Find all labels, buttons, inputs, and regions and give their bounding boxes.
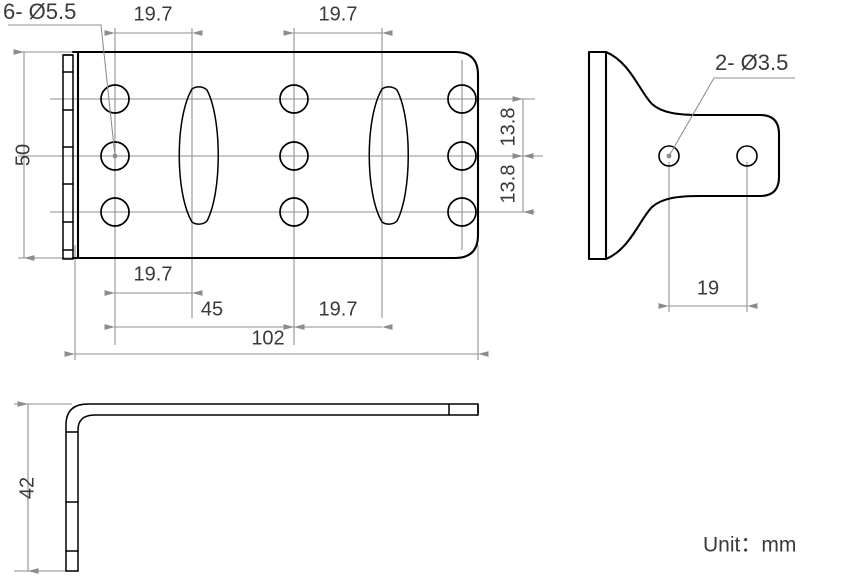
unit-note: Unit：mm (703, 534, 796, 557)
hole-bottom-center (279, 197, 309, 227)
dim-top-left-19p7-text: 19.7 (134, 3, 173, 25)
dim-row-pitch-lower-13p8-text: 13.8 (497, 165, 519, 204)
dim-height-50-text: 50 (12, 144, 34, 166)
plate-holes-group (100, 84, 477, 227)
hole-mid-center (279, 141, 309, 171)
callout-2-dia3p5-text: 2- Ø3.5 (715, 50, 788, 75)
top-view-centerlines (18, 28, 543, 360)
arc-slots-group (178, 86, 409, 225)
dim-top-right-19p7: 19.7 (283, 3, 393, 36)
dim-row-pitch-lower-13p8: 13.8 (497, 153, 534, 215)
dim-top-left-19p7: 19.7 (104, 3, 203, 36)
arc-slot-right (368, 86, 409, 225)
side-view-group: 2- Ø3.5 19 (587, 50, 795, 312)
dim-hole-spacing-19-text: 19 (697, 277, 719, 299)
dim-row-pitch-upper-13p8-text: 13.8 (497, 108, 519, 147)
hole-top-left (100, 84, 130, 114)
dim-bottom-left-19p7: 19.7 (104, 263, 203, 296)
hole-top-right (447, 84, 477, 114)
l-profile-outer (65, 403, 479, 572)
hole-mid-left (100, 141, 130, 171)
plate-outline (62, 50, 480, 260)
dim-height-42-text: 42 (16, 477, 38, 499)
side-hole-right (736, 145, 758, 167)
dim-top-right-19p7-text: 19.7 (319, 3, 358, 25)
dim-height-42: 42 (16, 401, 39, 574)
hole-top-center (279, 84, 309, 114)
dim-bottom-left-19p7-text: 19.7 (134, 263, 173, 285)
l-profile-inner (77, 414, 479, 572)
dim-hole-spacing-19: 19 (658, 277, 758, 309)
dim-bottom-right-19p7: 19.7 (283, 298, 393, 330)
dim-width-102: 102 (64, 327, 489, 357)
hole-bottom-left (100, 197, 130, 227)
arc-slot-left (178, 86, 219, 225)
dim-mid-span-45: 45 (104, 298, 305, 330)
side-hole-left (658, 145, 680, 167)
callout-6-dia5p5: 6- Ø5.5 (3, 0, 118, 159)
dim-height-50: 50 (12, 49, 35, 261)
top-view-group: 6- Ø5.5 50 19.7 19.7 13.8 13.8 (3, 0, 543, 360)
dim-mid-span-45-text: 45 (201, 298, 223, 320)
front-view-group: 42 (14, 401, 479, 574)
callout-2-dia3p5: 2- Ø3.5 (666, 50, 795, 159)
side-view-body (604, 50, 781, 261)
dim-row-pitch-upper-13p8: 13.8 (497, 96, 534, 159)
callout-6-dia5p5-text: 6- Ø5.5 (3, 0, 76, 24)
side-view-flange (587, 50, 608, 261)
knuckle-ticks (62, 54, 74, 251)
hole-bottom-right (447, 197, 477, 227)
side-view-centerlines (668, 162, 748, 312)
dim-bottom-right-19p7-text: 19.7 (319, 298, 358, 320)
hole-mid-right (447, 141, 477, 171)
l-profile-ticks (65, 431, 79, 552)
dim-width-102-text: 102 (251, 327, 284, 349)
